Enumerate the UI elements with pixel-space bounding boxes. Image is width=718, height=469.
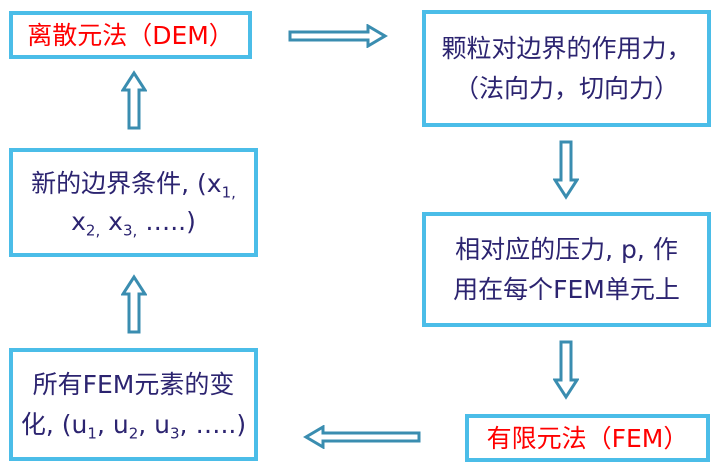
text-segment: , u [138, 409, 170, 439]
arrow-down-icon [553, 140, 579, 200]
node-boundary-force-line2: （法向力，切向力） [453, 74, 679, 104]
text-segment: x [71, 207, 86, 236]
text-segment: 化, (u [20, 409, 88, 439]
node-fem-label: 有限元法（FEM） [486, 423, 689, 453]
arrow-left-icon [303, 425, 421, 449]
text-segment: 新的边界条件, (x [31, 169, 222, 198]
text-segment: …..) [137, 207, 196, 236]
node-boundary-conditions-line2: x2, x3, …..) [71, 207, 196, 238]
node-displacement-line1: 所有FEM元素的变 [32, 370, 235, 400]
arrow-right-icon [288, 24, 388, 48]
subscript: 1, [221, 183, 236, 202]
node-displacement: 所有FEM元素的变 化, (u1, u2, u3, …..) [9, 348, 258, 461]
node-dem: 离散元法（DEM） [9, 11, 252, 59]
subscript: 1 [87, 423, 97, 442]
node-pressure-line2: 用在每个FEM单元上 [453, 275, 680, 304]
node-boundary-force-line1: 颗粒对边界的作用力， [441, 33, 692, 63]
node-boundary-force: 颗粒对边界的作用力， （法向力，切向力） [422, 10, 711, 127]
node-boundary-conditions: 新的边界条件, (x1, x2, x3, …..) [9, 148, 258, 257]
text-segment: , u [96, 409, 129, 439]
text-segment: x [100, 207, 123, 236]
arrow-up-icon [121, 70, 147, 130]
node-fem: 有限元法（FEM） [465, 414, 710, 462]
node-dem-label: 离散元法（DEM） [27, 20, 234, 50]
arrow-up-icon [121, 274, 147, 334]
node-pressure-line1: 相对应的压力, p, 作 [455, 235, 678, 264]
text-segment: , …..) [179, 409, 247, 439]
subscript: 3, [122, 221, 138, 240]
subscript: 3 [170, 423, 180, 442]
arrow-down-icon [553, 340, 579, 400]
subscript: 2 [128, 423, 139, 442]
subscript: 2, [85, 221, 101, 240]
node-pressure: 相对应的压力, p, 作 用在每个FEM单元上 [422, 212, 711, 327]
node-displacement-line2: 化, (u1, u2, u3, …..) [20, 409, 247, 441]
node-boundary-conditions-line1: 新的边界条件, (x1, [31, 169, 236, 200]
